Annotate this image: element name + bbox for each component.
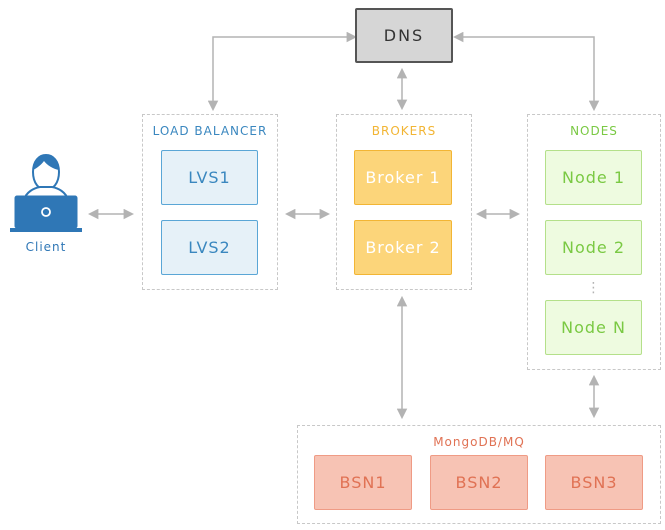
node1-box: Node 1 [545,150,642,205]
nodes-group: NODES [527,114,661,370]
bsn1-label: BSN1 [339,473,387,492]
bsn1-box: BSN1 [314,455,412,510]
brokers-title: BROKERS [371,124,437,138]
lvs2-label: LVS2 [188,238,231,257]
node1-label: Node 1 [561,168,626,187]
lvs1-label: LVS1 [188,168,231,187]
datastore-title: MongoDB/MQ [433,435,525,449]
bsn3-label: BSN3 [570,473,618,492]
noden-label: Node N [561,318,626,337]
node2-box: Node 2 [545,220,642,275]
load-balancer-group: LOAD BALANCER [142,114,278,290]
brokers-group: BROKERS [336,114,472,290]
arrow-dns-loadbalancer [207,31,358,112]
node2-label: Node 2 [561,238,626,257]
lvs1-box: LVS1 [161,150,258,205]
broker2-box: Broker 2 [354,220,452,275]
dns-label: DNS [383,26,425,45]
nodes-ellipsis: ⋮ [586,280,601,296]
lvs2-box: LVS2 [161,220,258,275]
dns-server: DNS [355,8,453,63]
arrow-dns-nodes [452,31,600,112]
bsn2-box: BSN2 [430,455,528,510]
nodes-title: NODES [570,124,618,138]
client-laptop-base [10,228,82,232]
client-label: Client [25,240,67,254]
datastore-group: MongoDB/MQ [297,425,661,524]
noden-box: Node N [545,300,642,355]
client-laptop-user-icon [14,153,78,229]
bsn3-box: BSN3 [545,455,643,510]
bsn2-label: BSN2 [455,473,503,492]
broker1-label: Broker 1 [365,168,441,187]
load-balancer-title: LOAD BALANCER [152,124,268,138]
broker2-label: Broker 2 [365,238,441,257]
broker1-box: Broker 1 [354,150,452,205]
client: Client [10,150,82,260]
